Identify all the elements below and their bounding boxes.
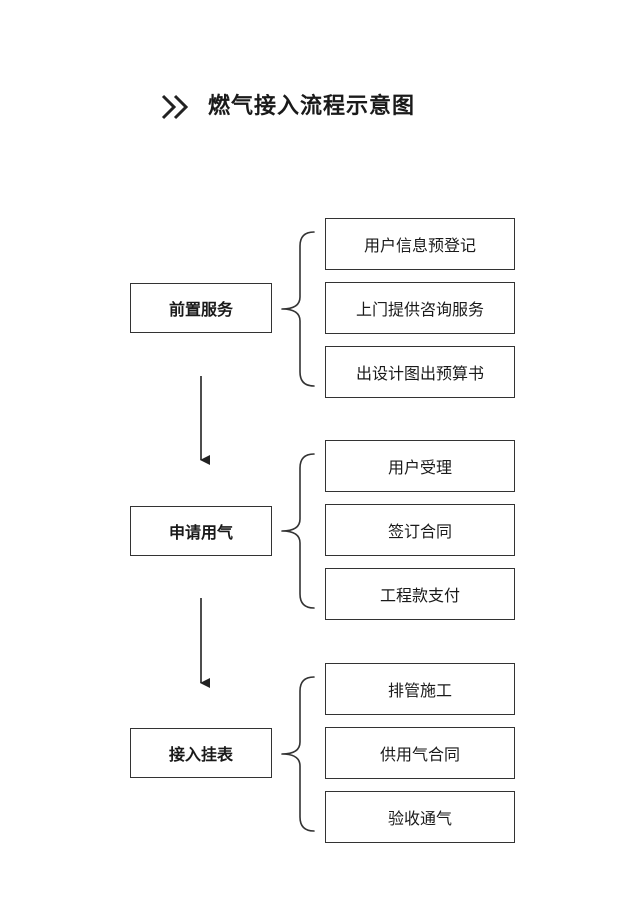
step-box-design-budget: 出设计图出预算书 [325, 346, 515, 398]
step-box-pipe-installation: 排管施工 [325, 663, 515, 715]
stage-box-gas-application: 申请用气 [130, 506, 272, 556]
stage-box-pre-service: 前置服务 [130, 283, 272, 333]
brace-meter-connection [281, 676, 315, 832]
step-box-user-preregistration: 用户信息预登记 [325, 218, 515, 270]
step-box-supply-contract: 供用气合同 [325, 727, 515, 779]
brace-pre-service [281, 231, 315, 387]
step-box-sign-contract: 签订合同 [325, 504, 515, 556]
step-box-inspection-gas-on: 验收通气 [325, 791, 515, 843]
diagram-title: 燃气接入流程示意图 [208, 94, 416, 119]
brace-gas-application [281, 453, 315, 609]
step-box-user-acceptance: 用户受理 [325, 440, 515, 492]
step-box-onsite-consultation: 上门提供咨询服务 [325, 282, 515, 334]
step-box-payment: 工程款支付 [325, 568, 515, 620]
stage-box-meter-connection: 接入挂表 [130, 728, 272, 778]
double-chevron-right-icon [161, 94, 189, 120]
